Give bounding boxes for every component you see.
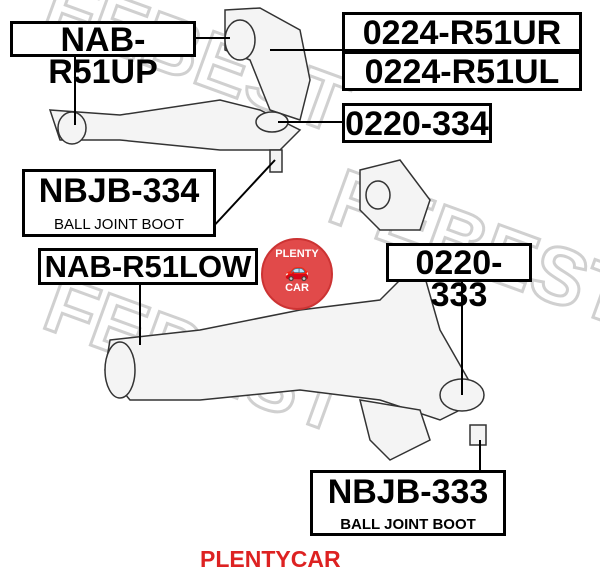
part-description: BALL JOINT BOOT (53, 216, 185, 233)
car-icon: 🚗 (284, 260, 310, 282)
label-0224-r51ul: 0224-R51UL (342, 51, 582, 91)
label-0224-r51ur: 0224-R51UR (342, 12, 582, 52)
label-nab-r51up: NAB-R51UP (10, 21, 196, 89)
leader-lines (74, 37, 481, 470)
label-nbjb-334: NBJB-334 BALL JOINT BOOT (22, 169, 216, 237)
part-number: NBJB-333 (327, 473, 489, 511)
lower-arm (104, 159, 487, 461)
footer-brand: PLENTYCAR (200, 546, 341, 572)
label-0220-334: 0220-334 (342, 103, 492, 143)
upper-arm (48, 7, 311, 173)
label-nbjb-333: NBJB-333 BALL JOINT BOOT (310, 470, 506, 536)
logo-text-top: PLENTY (275, 248, 319, 260)
label-nab-r51low: NAB-R51LOW (38, 248, 258, 285)
part-number: NBJB-334 (38, 172, 200, 210)
label-0220-333: 0220-333 (386, 243, 532, 312)
logo-text-bottom: CAR (285, 282, 309, 294)
part-description: BALL JOINT BOOT (340, 516, 476, 533)
plentycar-logo: PLENTY 🚗 CAR (261, 238, 333, 310)
